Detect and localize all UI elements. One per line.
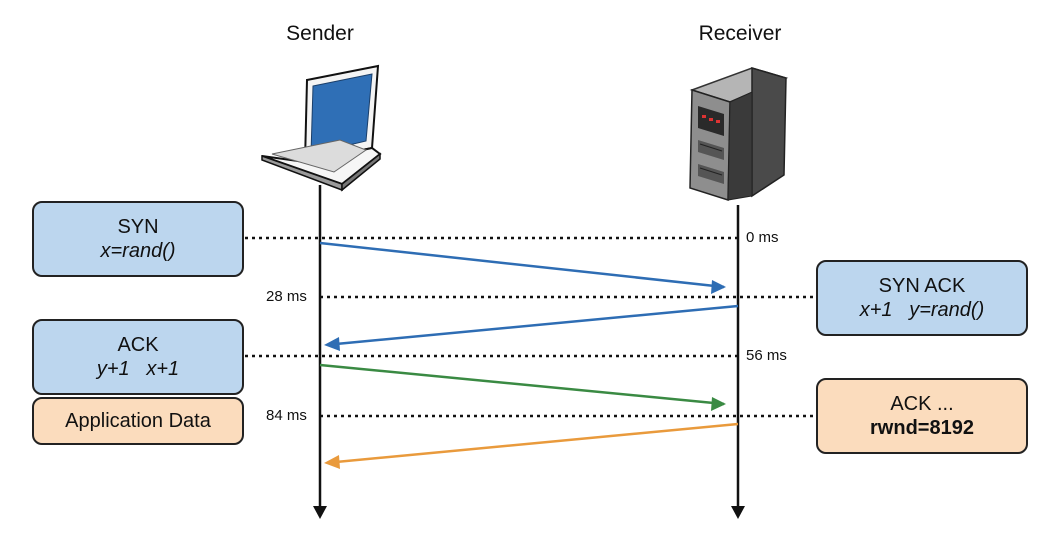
- arrow-ack: [319, 363, 726, 411]
- time-label-0ms: 0 ms: [743, 229, 782, 246]
- ack-detail: y+1 x+1: [96, 358, 180, 380]
- application-data-title: Application Data: [65, 410, 211, 432]
- sender-label: Sender: [286, 22, 354, 45]
- time-label-56ms: 56 ms: [743, 347, 790, 364]
- server-tower-icon: [689, 66, 789, 202]
- syn-ack-title: SYN ACK: [878, 275, 966, 297]
- arrow-syn-ack: [324, 304, 739, 351]
- sender-timeline-arrowhead: [313, 506, 327, 519]
- syn-ack-box: SYN ACK x+1 y=rand(): [816, 260, 1028, 336]
- laptop-icon: [261, 64, 382, 192]
- syn-box: SYN x=rand(): [32, 201, 244, 277]
- syn-ack-detail: x+1 y=rand(): [859, 299, 985, 321]
- ack-rwnd-box: ACK ... rwnd=8192: [816, 378, 1028, 454]
- syn-title: SYN: [117, 216, 159, 238]
- time-label-28ms: 28 ms: [263, 288, 310, 305]
- arrow-ack-rwnd: [324, 422, 739, 469]
- ack-title: ACK: [117, 334, 159, 356]
- ack-box: ACK y+1 x+1: [32, 319, 244, 395]
- receiver-label: Receiver: [698, 22, 782, 45]
- receiver-timeline-arrowhead: [731, 506, 745, 519]
- ack-rwnd-title: ACK ...: [890, 393, 954, 415]
- time-label-84ms: 84 ms: [263, 407, 310, 424]
- arrow-syn: [319, 241, 726, 294]
- application-data-box: Application Data: [32, 397, 244, 445]
- syn-detail: x=rand(): [100, 240, 176, 262]
- ack-rwnd-detail: rwnd=8192: [870, 417, 974, 439]
